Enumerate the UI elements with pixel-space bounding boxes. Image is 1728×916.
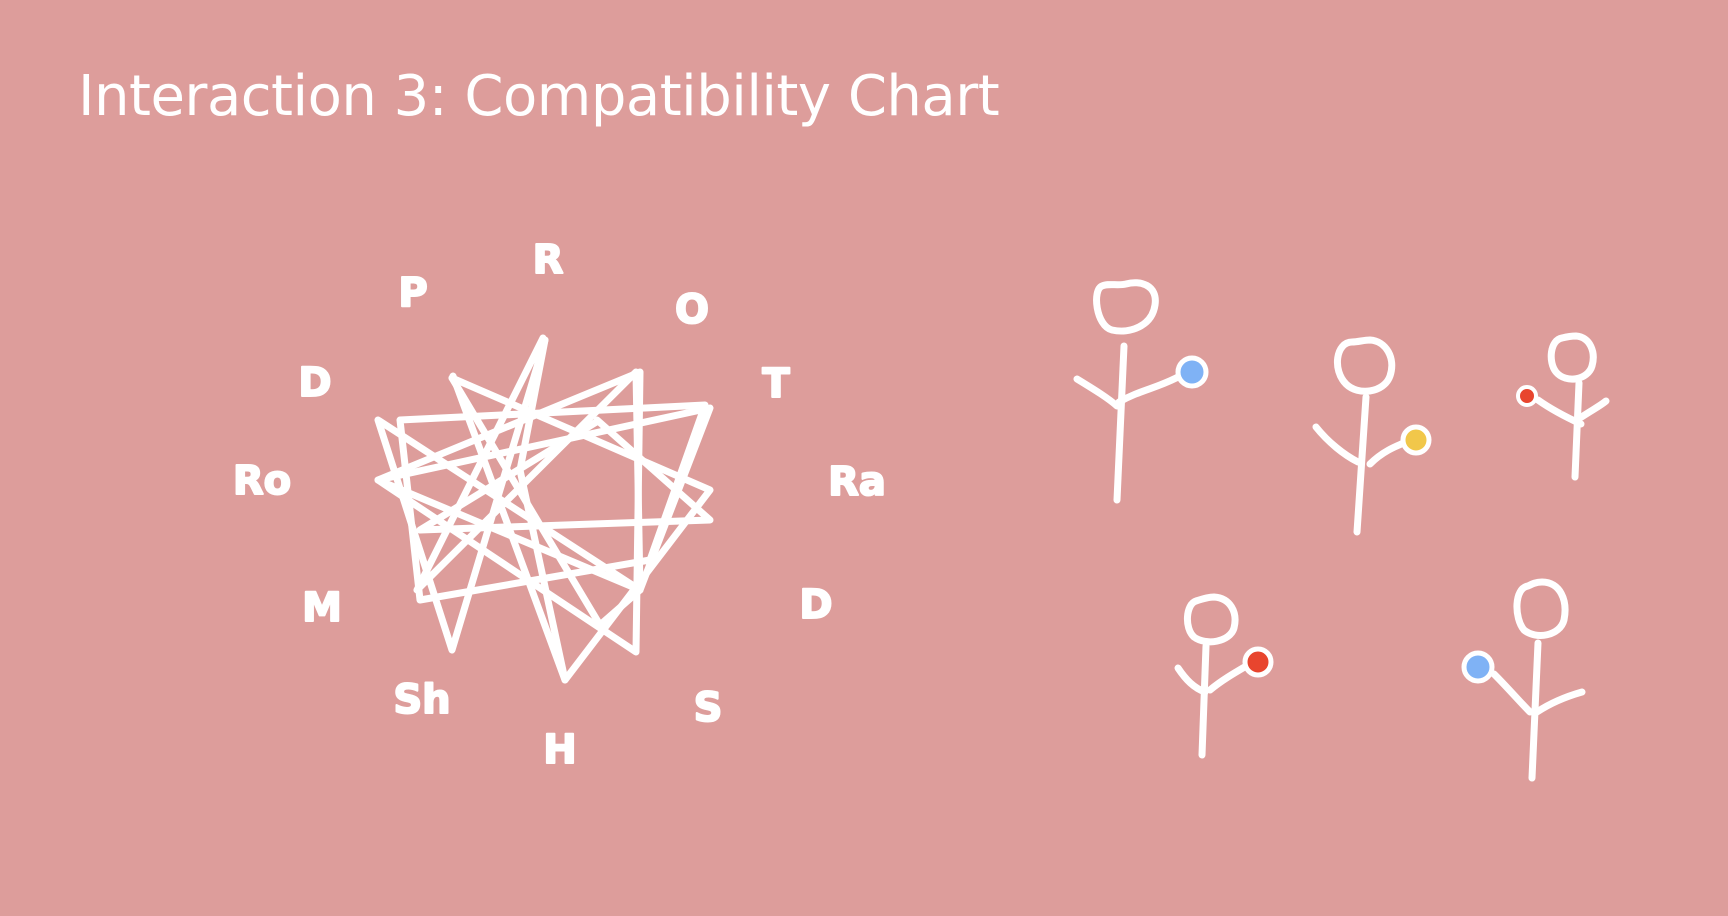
compatibility-star	[374, 334, 714, 684]
ball-5	[1461, 650, 1495, 684]
ball-3	[1516, 385, 1538, 407]
wheel-label-t: T	[762, 361, 790, 407]
wheel-label-ro: Ro	[233, 458, 291, 504]
stick-figure-2	[1312, 336, 1432, 536]
ball-4	[1242, 646, 1274, 678]
wheel-label-d-right: D	[799, 582, 832, 628]
stick-figure-1	[1073, 279, 1209, 504]
wheel-label-r: R	[533, 237, 564, 283]
stick-figure-3	[1516, 332, 1610, 481]
stick-figure-5	[1461, 578, 1586, 782]
wheel-label-sh: Sh	[393, 677, 450, 723]
stick-figure-4	[1174, 593, 1274, 759]
wheel-label-p: P	[398, 270, 427, 316]
wheel-label-s: S	[694, 685, 723, 731]
ball-2	[1400, 424, 1432, 456]
slide-title: Interaction 3: Compatibility Chart	[78, 64, 1000, 129]
wheel-label-h: H	[543, 727, 576, 773]
wheel-label-m: M	[302, 585, 342, 631]
wheel-label-d-left: D	[298, 360, 331, 406]
wheel-label-o: O	[675, 287, 709, 333]
wheel-label-ra: Ra	[828, 459, 886, 505]
wheel-labels: R O T Ra D S H Sh M Ro D P	[232, 236, 887, 774]
ball-1	[1175, 355, 1209, 389]
